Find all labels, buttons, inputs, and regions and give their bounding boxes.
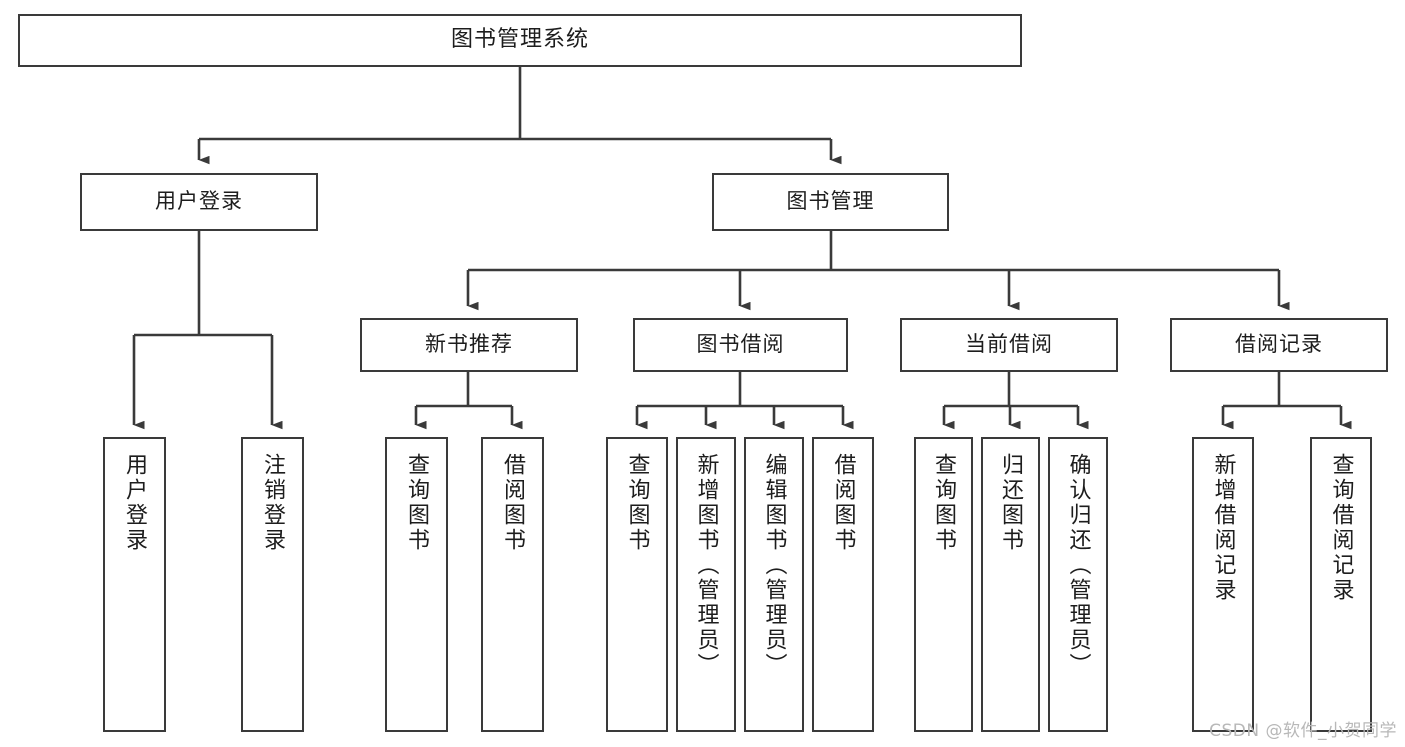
node-label: 编辑图书（管理员） bbox=[761, 453, 787, 678]
node-label: 图书借阅 bbox=[696, 332, 785, 357]
node-label: 确认归还（管理员） bbox=[1065, 453, 1091, 678]
node-label: 新增图书（管理员） bbox=[693, 453, 719, 678]
leaf-new-book-query[interactable]: 查询图书 bbox=[385, 437, 448, 732]
node-label: 新增借阅记录 bbox=[1210, 453, 1236, 603]
node-label: 用户登录 bbox=[155, 189, 243, 214]
node-label: 注销登录 bbox=[260, 453, 286, 553]
node-root-system[interactable]: 图书管理系统 bbox=[18, 14, 1022, 67]
leaf-borrow-query-book[interactable]: 查询图书 bbox=[606, 437, 668, 732]
leaf-borrow-borrow-book[interactable]: 借阅图书 bbox=[812, 437, 874, 732]
leaf-current-return-book[interactable]: 归还图书 bbox=[981, 437, 1040, 732]
node-label: 当前借阅 bbox=[965, 332, 1053, 357]
leaf-records-add-record[interactable]: 新增借阅记录 bbox=[1192, 437, 1254, 732]
node-label: 借阅记录 bbox=[1235, 332, 1323, 357]
node-label: 借阅图书 bbox=[500, 453, 526, 553]
csdn-watermark: CSDN @软件_小贺同学 bbox=[1209, 721, 1397, 741]
leaf-records-query-record[interactable]: 查询借阅记录 bbox=[1310, 437, 1372, 732]
node-label: 查询图书 bbox=[624, 453, 650, 553]
node-label: 查询图书 bbox=[404, 453, 430, 553]
node-label: 查询借阅记录 bbox=[1328, 453, 1354, 603]
leaf-user-logout[interactable]: 注销登录 bbox=[241, 437, 304, 732]
node-label: 图书管理系统 bbox=[450, 27, 589, 53]
node-user-login[interactable]: 用户登录 bbox=[80, 173, 318, 231]
node-label: 查询图书 bbox=[931, 453, 957, 553]
node-label: 新书推荐 bbox=[425, 332, 513, 357]
leaf-current-query-book[interactable]: 查询图书 bbox=[914, 437, 973, 732]
node-new-book-recommend[interactable]: 新书推荐 bbox=[360, 318, 578, 372]
node-label: 借阅图书 bbox=[830, 453, 856, 553]
node-label: 归还图书 bbox=[998, 453, 1024, 553]
node-book-management[interactable]: 图书管理 bbox=[712, 173, 949, 231]
leaf-current-confirm-return-admin[interactable]: 确认归还（管理员） bbox=[1048, 437, 1108, 732]
node-borrow-records[interactable]: 借阅记录 bbox=[1170, 318, 1388, 372]
node-current-borrow[interactable]: 当前借阅 bbox=[900, 318, 1118, 372]
leaf-new-book-borrow[interactable]: 借阅图书 bbox=[481, 437, 544, 732]
node-label: 图书管理 bbox=[786, 189, 875, 214]
node-book-borrow[interactable]: 图书借阅 bbox=[633, 318, 848, 372]
leaf-user-login[interactable]: 用户登录 bbox=[103, 437, 166, 732]
node-label: 用户登录 bbox=[122, 453, 148, 553]
leaf-borrow-edit-book-admin[interactable]: 编辑图书（管理员） bbox=[744, 437, 804, 732]
leaf-borrow-add-book-admin[interactable]: 新增图书（管理员） bbox=[676, 437, 736, 732]
